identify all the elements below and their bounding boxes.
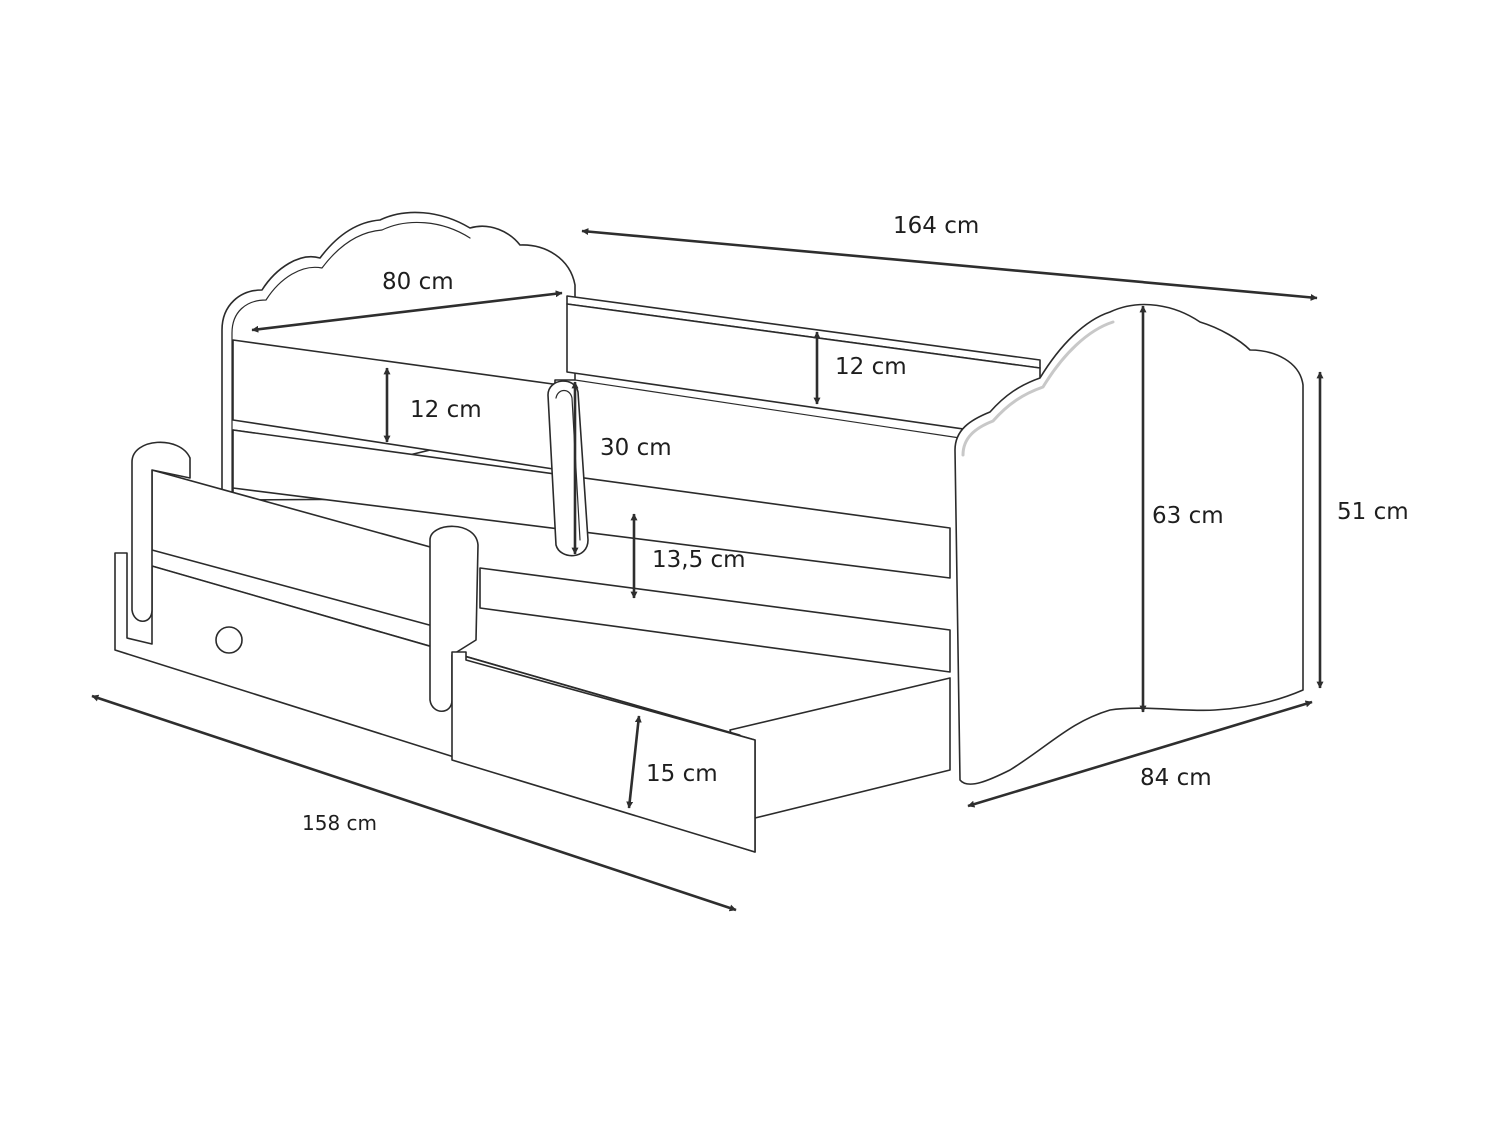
dimension-lines [91, 228, 1324, 912]
back-rail-lower-edge [574, 379, 961, 439]
drawer-floor [729, 677, 951, 819]
dim-bed-width-label: 84 cm [1140, 765, 1212, 791]
dim-footboard-height-label: 51 cm [1337, 499, 1409, 525]
dim-drawer-height-label: 15 cm [646, 761, 718, 787]
dim-drawer-length-label: 158 cm [302, 811, 377, 835]
right-foot-panel-shadow [961, 320, 1115, 457]
dim-headboard-height-label: 63 cm [1152, 503, 1224, 529]
bed-side-face [232, 429, 951, 579]
drawer-front-step [451, 651, 756, 853]
dim-headboard-width-line [251, 290, 563, 333]
dim-drawer-length-line [91, 694, 737, 912]
dim-bed-width-line [967, 700, 1313, 808]
middle-guard-post [547, 380, 589, 557]
bed-drawing [114, 211, 1304, 853]
dimension-labels: 164 cm 80 cm 12 cm 12 cm 30 cm 13,5 cm 6… [302, 213, 1409, 835]
dim-rail-height-label: 12 cm [410, 397, 482, 423]
bed-side-lower [479, 567, 951, 673]
dim-gap-height-label: 13,5 cm [652, 547, 746, 573]
left-head-panel-inner [231, 221, 471, 496]
dim-bed-length-line [581, 228, 1318, 301]
dim-bed-length-label: 164 cm [893, 213, 979, 239]
left-guard-post [131, 441, 191, 623]
dim-back-panel-height-label: 12 cm [835, 354, 907, 380]
dim-guard-rail-height-label: 30 cm [600, 435, 672, 461]
back-rail-face [566, 303, 1041, 441]
dim-headboard-width-label: 80 cm [382, 269, 454, 295]
drawer-handle-left [215, 626, 243, 654]
